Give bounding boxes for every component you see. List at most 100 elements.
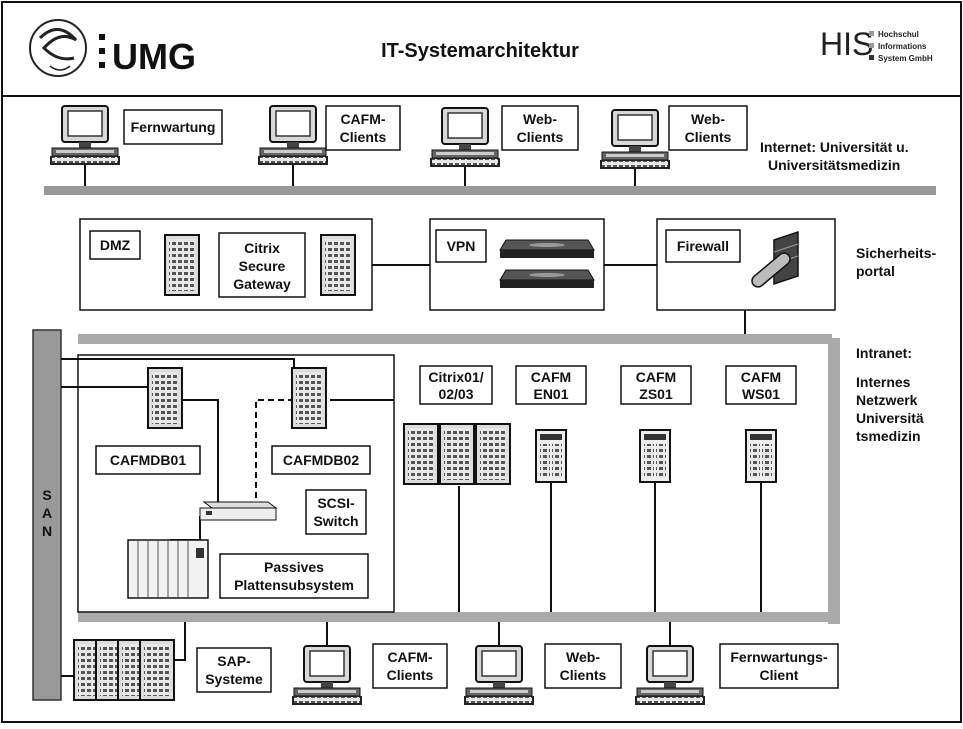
citrix-label-line-2: Secure [239,258,286,274]
rack-server-icon [403,423,439,485]
workstation-icon [599,109,671,170]
workstation-icon [634,645,706,706]
san-label-n: N [42,523,52,539]
server-cafm-ws01: CAFM WS01 [725,365,797,612]
client-label-line-2: Clients [685,129,732,145]
scsi-label-line-2: Switch [313,513,358,529]
client-label-line-1: Web- [566,649,600,665]
client-label-line-1: Web- [691,111,725,127]
tower-server-icon [745,429,777,483]
internet-zone-label-line-2: Universitätsmedizin [768,157,900,173]
intranet-zone-label-line-6: tsmedizin [856,428,921,444]
vpn-box: VPN [429,218,605,311]
rack-server-icon [320,234,356,296]
storage-array-icon [127,539,209,599]
intranet-bus-right [828,338,840,624]
dmz-box: DMZ Citrix Secure Gateway [79,218,373,311]
tower-server-icon [535,429,567,483]
db-cluster-box [77,354,395,613]
db01-server-icon [147,367,183,429]
umg-logo-text: UMG [112,36,196,77]
vpn-device-icon [499,239,595,258]
storage-label-line-1: Passives [264,559,324,575]
server-label-line-1: CAFM [741,369,781,385]
citrix-label-line-1: Citrix [244,240,280,256]
server-citrix: Citrix01/ 02/03 [403,365,511,612]
internet-client-web-2: Web- Clients [599,105,748,186]
rack-server-icon [164,234,200,296]
firewall-icon [751,230,799,288]
intranet-zone-label-line-5: Universitä [856,410,924,426]
server-label-line-2: WS01 [742,386,780,402]
rack-server-icon [139,639,175,701]
client-label: Fernwartung [131,119,216,135]
firewall-box: Firewall [656,218,836,311]
san-bar [32,329,62,701]
db02-server-icon [291,367,327,429]
bottom-client-cafm: CAFM- Clients [291,622,448,706]
scsi-switch-icon [199,501,278,521]
his-logo: HIS Hochschul Informations System GmbH [820,26,933,63]
db01-label: CAFMDB01 [110,452,186,468]
citrix-label-line-3: Gateway [233,276,291,292]
firewall-label: Firewall [677,238,729,254]
workstation-icon [49,105,121,166]
his-logo-text: HIS [820,26,873,62]
db01-box [95,445,201,475]
internet-client-cafm: CAFM- Clients [257,105,401,186]
client-label-line-2: Client [760,667,799,683]
client-label-line-1: CAFM- [340,111,385,127]
workstation-icon [291,645,363,706]
db02-box [271,445,371,475]
his-line-1: Hochschul [878,30,919,39]
bottom-client-web: Web- Clients [463,622,622,706]
server-label-line-2: EN01 [533,386,568,402]
workstation-icon [463,645,535,706]
rack-server-icon [475,423,511,485]
san-label-a: A [42,505,52,521]
client-label-line-1: Web- [523,111,557,127]
intranet-zone-label-line-3: Internes [856,374,911,390]
server-label-line-1: CAFM [531,369,571,385]
intranet-bus-top [78,334,832,344]
security-zone-label-line-2: portal [856,263,895,279]
rack-server-icon [439,423,475,485]
sap-label-line-1: SAP- [217,653,251,669]
server-label-line-2: 02/03 [438,386,473,402]
client-label-line-2: Clients [560,667,607,683]
internet-client-web-1: Web- Clients [429,105,579,186]
storage-label-line-2: Plattensubsystem [234,577,354,593]
security-zone-label-line-1: Sicherheits- [856,245,936,261]
client-label-line-1: Fernwartungs- [730,649,828,665]
umg-logo-dots [99,34,105,68]
vpn-device-icon [499,269,595,288]
his-line-3: System GmbH [878,54,933,63]
client-label-line-1: CAFM- [387,649,432,665]
storage-box [219,553,369,599]
scsi-label-line-1: SCSI- [317,495,355,511]
intranet-zone-label-line-4: Netzwerk [856,392,918,408]
san-label-s: S [42,487,51,503]
internet-bus [44,186,936,195]
dmz-label: DMZ [100,237,131,253]
bottom-client-fernwartung: Fernwartungs- Client [634,622,839,706]
server-label-line-1: Citrix01/ [428,369,483,385]
client-label-line-2: Clients [517,129,564,145]
server-label-line-2: ZS01 [639,386,673,402]
intranet-bus-bottom [78,612,840,622]
umg-seal-logo [29,19,87,77]
server-cafm-en01: CAFM EN01 [515,365,587,612]
client-label-line-2: Clients [340,129,387,145]
his-line-2: Informations [878,42,927,51]
page-title: IT-Systemarchitektur [381,40,579,62]
internet-client-fernwartung: Fernwartung [49,105,223,186]
internet-zone-label-line-1: Internet: Universität u. [760,139,909,155]
scsi-switch-box [305,489,367,535]
sap-label-line-2: Systeme [205,671,263,687]
workstation-icon [429,107,501,168]
tower-server-icon [639,429,671,483]
vpn-label: VPN [447,238,476,254]
